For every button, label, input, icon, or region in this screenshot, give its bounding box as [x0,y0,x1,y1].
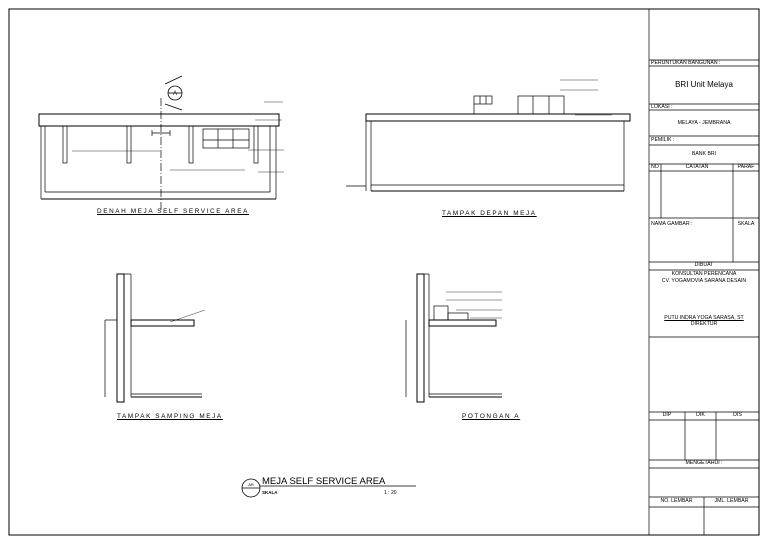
col-catatan: CATATAN [685,164,709,170]
section-view [405,273,502,403]
consultant-line2: CV. YOGAMOVIA SARANA DESAIN [661,278,747,284]
title-block [648,9,759,535]
lokasi-label: LOKASI : [651,104,673,110]
section-marker [164,75,183,111]
col-dik: DIK [696,412,705,418]
drawing-title-text: MEJA SELF SERVICE AREA [262,476,386,487]
no-lembar-label: NO. LEMBAR [660,498,693,504]
col-paraf: PARAF [737,164,755,170]
dibuat-label: DIBUAT [694,262,714,268]
mengetahui-label: MENGETAHUI : [685,460,723,466]
front-view [346,79,631,192]
side-view [104,273,206,403]
nama-gambar-label: NAMA GAMBAR : [651,221,693,227]
plan-view-label: DENAH MEJA SELF SERVICE AREA [97,208,249,215]
section-marker-letter: A [173,91,177,97]
consultant-line1: KONSULTAN PERENCANA [671,271,737,277]
director-name: PUTU INDRA YOGA SARASA, ST [664,315,744,321]
section-view-label: POTONGAN A [462,413,521,420]
pemilik-label: PEMILIK : [651,137,675,143]
pemilik-value: BANK BRI [691,151,717,157]
drawing-scale-value: 1 : 20 [384,490,397,496]
skala-label: SKALA [737,221,755,227]
drawing-scale-label: SKALA [262,490,278,495]
peruntukan-label: PERUNTUKAN BANGUNAN : [651,60,721,66]
col-no: NO [651,164,659,170]
front-view-label: TAMPAK DEPAN MEJA [442,210,537,217]
drawing-title-lines [241,478,416,498]
drawing-title-badge: AR [248,482,254,487]
sheet-border [8,8,760,536]
side-view-label: TAMPAK SAMPING MEJA [117,413,223,420]
building-name: BRI Unit Melaya [675,80,733,89]
col-dis: DIS [733,412,742,418]
lokasi-value: MELAYA - JEMBRANA [677,120,731,126]
col-dip: DIP [662,412,672,418]
director-title: DIREKTUR [690,321,718,327]
plan-view [38,98,284,210]
jml-lembar-label: JML. LEMBAR [714,498,749,504]
